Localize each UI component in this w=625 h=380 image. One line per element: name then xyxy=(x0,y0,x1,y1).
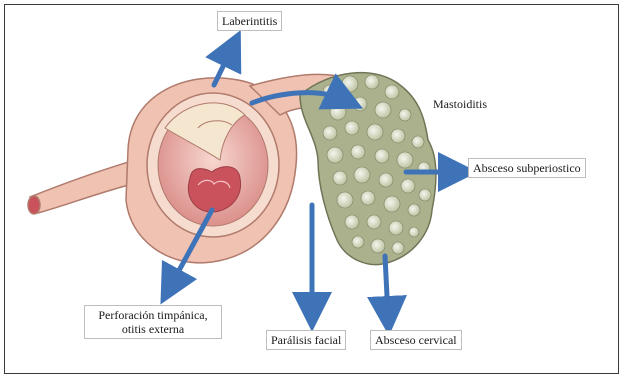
label-absceso-cervical: Absceso cervical xyxy=(370,330,462,350)
arrow-absceso-cervical xyxy=(385,256,388,316)
label-laberintitis: Laberintitis xyxy=(217,11,282,31)
ear-canal-tube xyxy=(28,160,140,214)
label-paralisis-facial: Parálisis facial xyxy=(266,330,346,350)
label-perforacion-timpanica: Perforación timpánica, otitis externa xyxy=(84,305,222,339)
label-absceso-subperiostico: Absceso subperiostico xyxy=(468,158,586,178)
mastoid-air-cells xyxy=(300,73,436,265)
label-perforacion-line1: Perforación timpánica, xyxy=(89,308,217,322)
label-perforacion-line2: otitis externa xyxy=(89,322,217,336)
label-mastoiditis: Mastoiditis xyxy=(429,95,491,113)
